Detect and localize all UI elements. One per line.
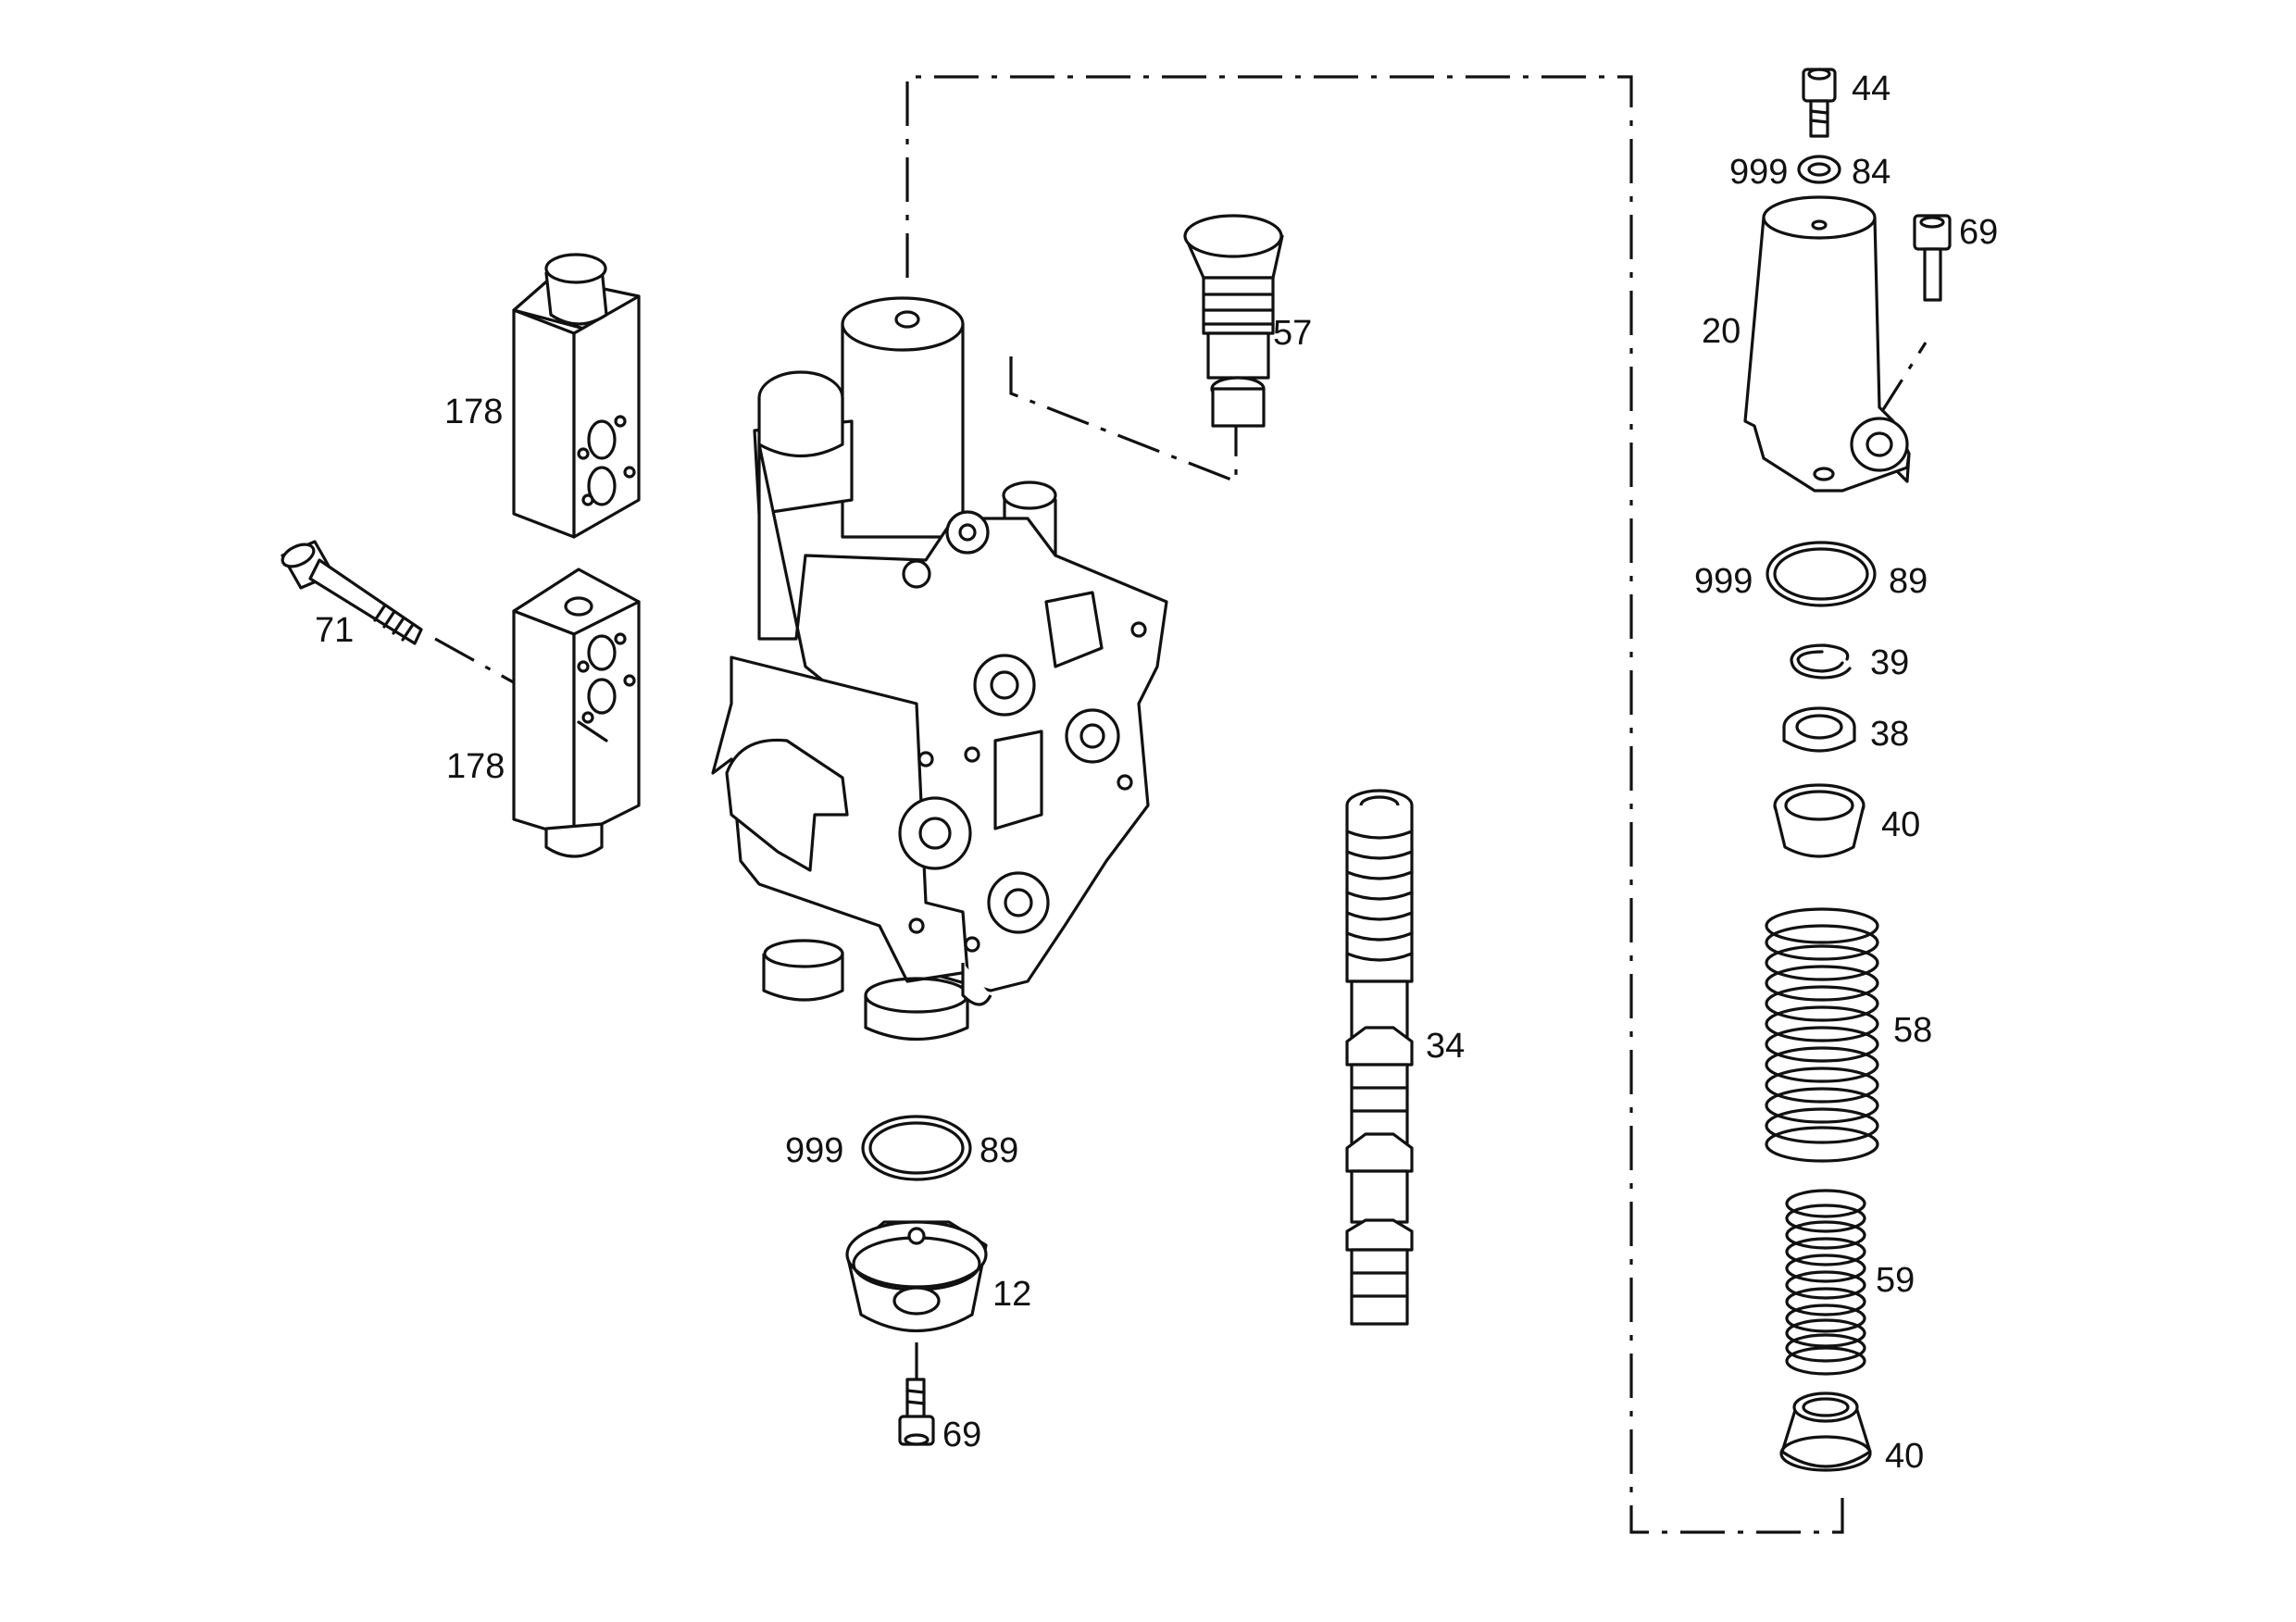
part-label: 999: [1694, 562, 1753, 601]
o-ring-icon: [1766, 541, 1877, 607]
part-label: 38: [1870, 715, 1909, 754]
part-label: 12: [992, 1275, 1031, 1314]
part-label: 59: [1876, 1261, 1915, 1300]
part-label: 89: [980, 1131, 1018, 1170]
seal-ring-icon: [1782, 706, 1856, 753]
part-label: 39: [1870, 643, 1909, 682]
coil-spring-icon: [1785, 1189, 1866, 1376]
plug-valve-icon: [1183, 214, 1284, 428]
part-label: 34: [1426, 1027, 1465, 1066]
valve-block-icon: [512, 568, 641, 858]
end-cap-icon: [845, 1220, 988, 1333]
part-label: 40: [1885, 1437, 1924, 1476]
part-label: 89: [1889, 562, 1928, 601]
cover-housing-icon: [1743, 195, 1911, 493]
part-label: 58: [1893, 1011, 1932, 1050]
bolt-icon: [281, 540, 423, 645]
part-labels: 44 999 84 69 20 57 178 178 71 999 89 39 …: [315, 69, 1998, 1476]
part-label: 44: [1852, 69, 1890, 108]
spool-icon: [1345, 789, 1414, 1326]
part-label: 178: [446, 747, 505, 786]
o-ring-icon: [861, 1115, 972, 1181]
part-label: 69: [942, 1416, 981, 1454]
part-label: 178: [444, 393, 503, 431]
valve-body-icon: [711, 296, 1168, 1041]
cap-screw-icon: [898, 1378, 935, 1446]
spring-seat-icon: [1779, 1391, 1872, 1472]
part-label: 69: [1959, 213, 1998, 252]
assembly-center-lines: [434, 75, 1928, 1534]
spring-seat-icon: [1773, 783, 1866, 858]
part-label: 20: [1702, 312, 1741, 351]
coil-spring-icon: [1765, 907, 1879, 1163]
part-label: 71: [315, 611, 354, 650]
washer-icon: [1797, 155, 1841, 184]
cap-screw-icon: [1913, 214, 1952, 302]
snap-ring-icon: [1790, 643, 1852, 680]
part-label: 84: [1852, 153, 1890, 192]
valve-block-icon: [512, 253, 641, 539]
part-label: 40: [1881, 805, 1920, 844]
cap-screw-icon: [1802, 68, 1837, 138]
part-label: 999: [1729, 153, 1788, 192]
part-label: 999: [785, 1131, 843, 1170]
part-label: 57: [1273, 314, 1312, 353]
